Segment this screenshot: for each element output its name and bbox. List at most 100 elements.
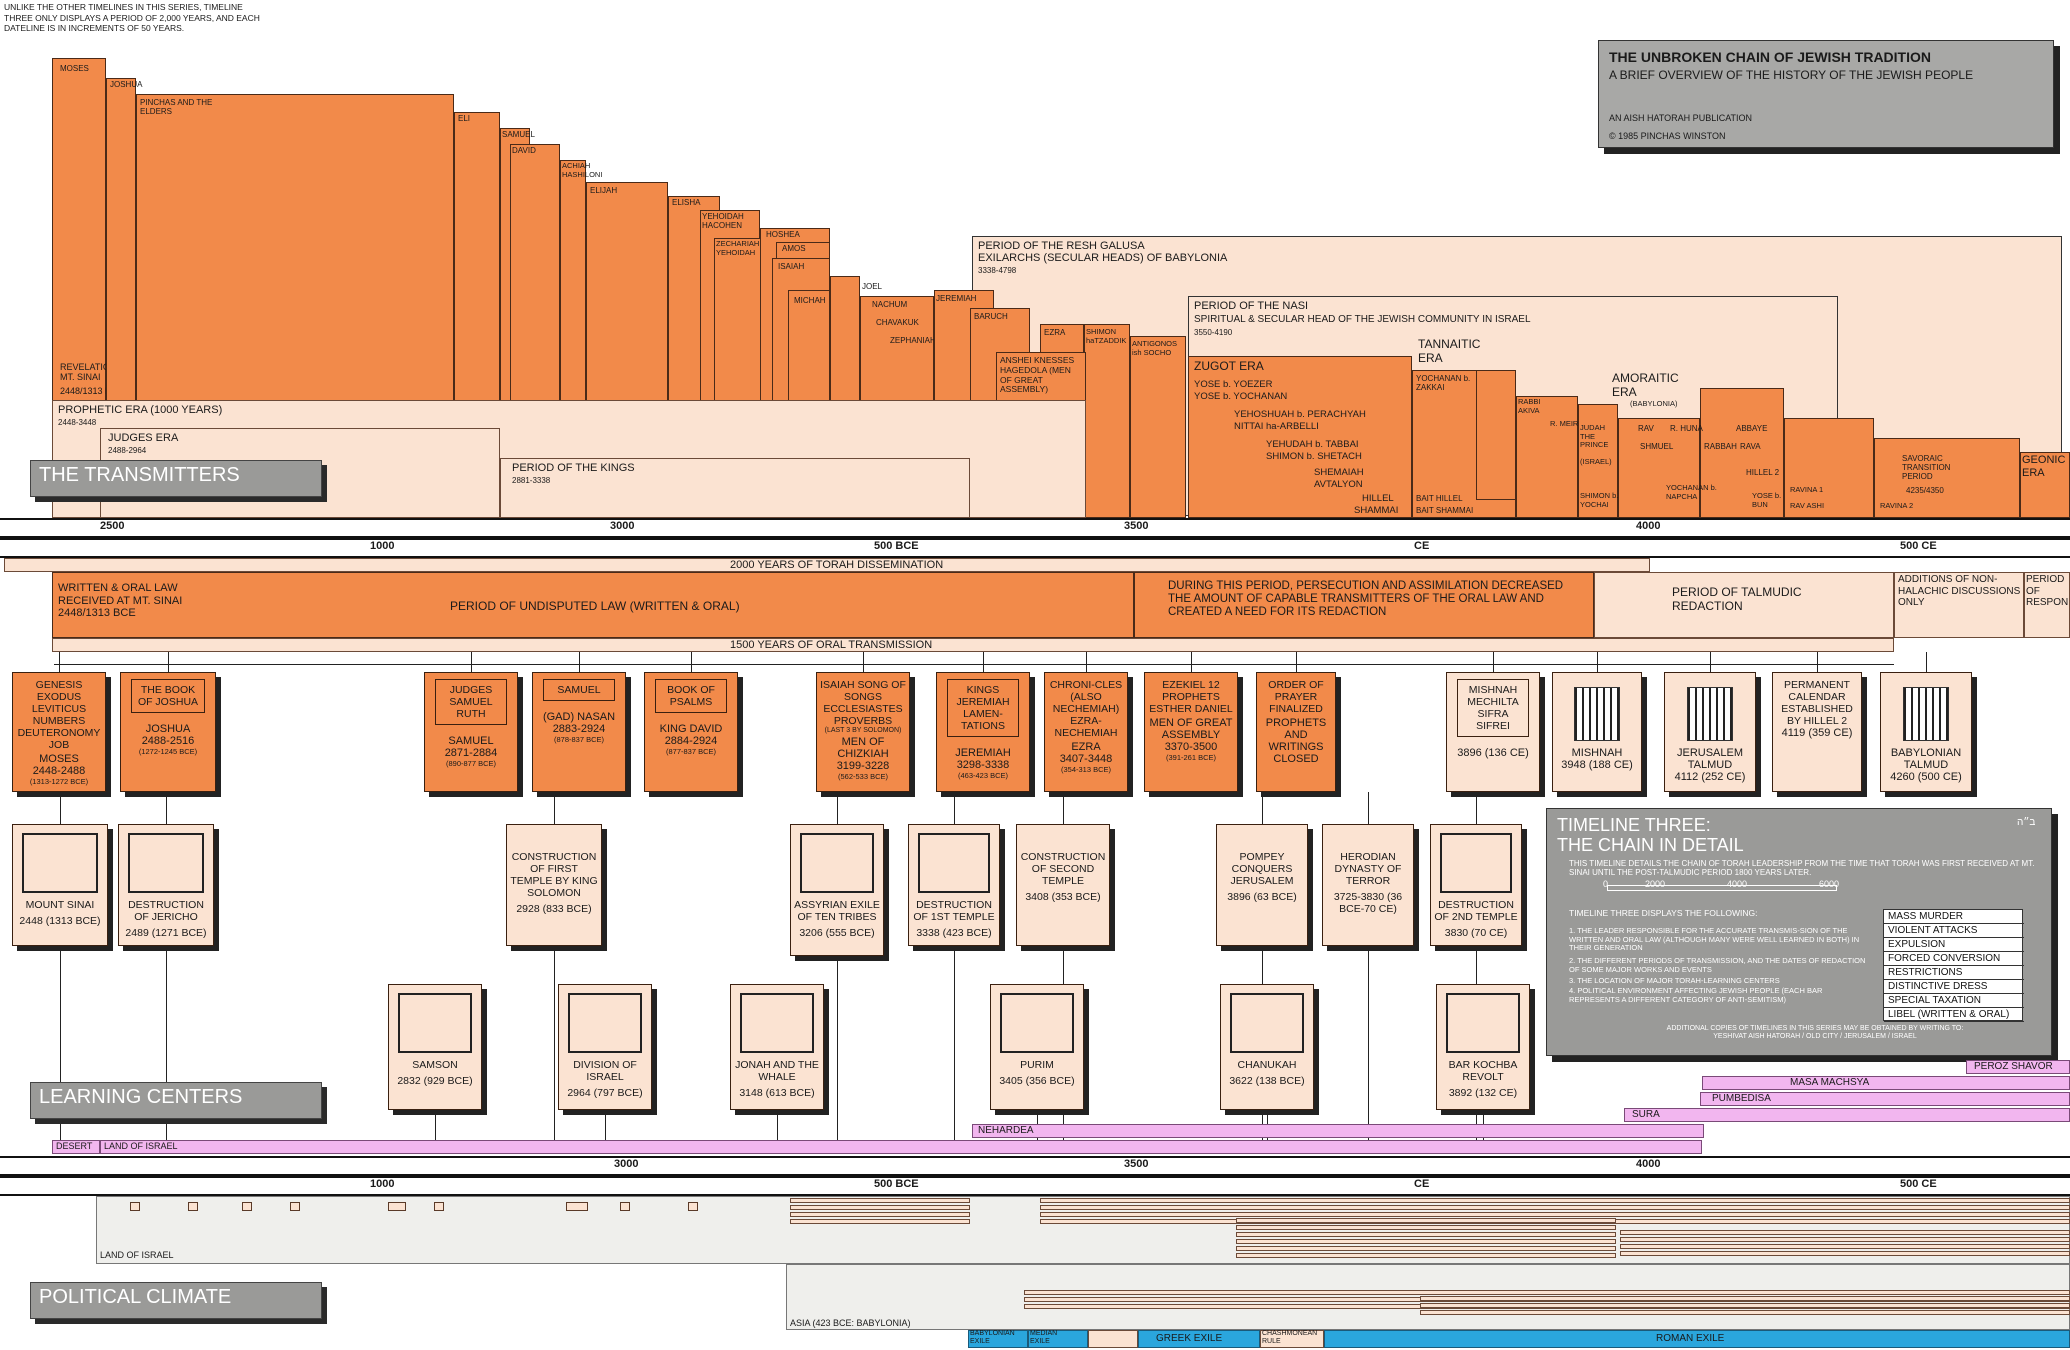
- event-label: MOUNT SINAI: [25, 899, 95, 911]
- label-shimon-yochai: SHIMON b. YOCHAI: [1580, 491, 1619, 509]
- center-desert: [52, 1140, 100, 1154]
- event-date: 3206 (555 BCE): [799, 927, 875, 939]
- book-date: 3298-3338: [956, 759, 1010, 771]
- event-label: BAR KOCHBA REVOLT: [1448, 1059, 1518, 1083]
- info-corner: ב״ה: [2017, 817, 2036, 828]
- book-title: ISAIAH SONG OF SONGS ECCLESIASTES PROVER…: [820, 679, 906, 727]
- label-kings: PERIOD OF THE KINGS: [512, 462, 635, 474]
- responsa-band: [2024, 572, 2070, 638]
- event-label: CHANUKAH: [1237, 1059, 1297, 1071]
- bottom-ruler: [0, 538, 2070, 558]
- zugot-7: SHEMAIAH: [1314, 467, 1364, 478]
- book-author: MOSES: [39, 753, 79, 765]
- info-item-3: 3. THE LOCATION OF MAJOR TORAH-LEARNING …: [1569, 976, 1780, 985]
- label-bait-shammai: BAIT SHAMMAI: [1416, 506, 1474, 515]
- axis2-1000: 1000: [370, 1178, 395, 1190]
- book-date-ce: (890-877 BCE): [445, 759, 497, 768]
- political-stripe: [1236, 1253, 1616, 1258]
- center-masa: [1702, 1076, 2070, 1090]
- book-connector: [1493, 652, 1494, 672]
- exile-median: [1028, 1330, 1088, 1348]
- event-date: 3338 (423 BCE): [916, 927, 992, 939]
- book-date-ce: (1272-1245 BCE): [138, 747, 198, 756]
- political-mark: [434, 1202, 444, 1211]
- zugot-9: HILLEL: [1362, 493, 1394, 504]
- event-label: HERODIAN DYNASTY OF TERROR: [1334, 851, 1402, 887]
- label-rabbi-akiva: RABBI AKIVA: [1518, 397, 1541, 415]
- book-title: JUDGES SAMUEL RUTH: [434, 679, 508, 725]
- label-moses: MOSES: [60, 64, 89, 73]
- label-responsa: PERIOD OF RESPONSA: [2026, 574, 2068, 608]
- book-date: 3199-3228: [836, 760, 890, 772]
- event-label: JONAH AND THE WHALE: [735, 1059, 819, 1083]
- label-amos: AMOS: [782, 244, 806, 253]
- scroll-icon: [1574, 687, 1620, 741]
- label-babylonia: (BABYLONIA): [1630, 399, 1678, 408]
- label-rav-ashi: RAV ASHI: [1790, 501, 1825, 510]
- bar-shimon: [1084, 324, 1130, 518]
- label-yose-bun: YOSE b. BUN: [1752, 491, 1782, 509]
- info-scale-line: [1607, 885, 1837, 891]
- info-box: TIMELINE THREE: THE CHAIN IN DETAIL ב״ה …: [1546, 808, 2052, 1056]
- zugot-block: [1188, 356, 1412, 518]
- label-talmudic: PERIOD OF TALMUDIC REDACTION: [1672, 585, 1802, 613]
- book-title: KINGS JEREMIAH LAMEN-TATIONS: [946, 679, 1020, 737]
- book-author: BABYLONIAN TALMUD: [1890, 747, 1962, 771]
- event-connector-top: [1476, 792, 1477, 824]
- label-samuel: SAMUEL: [502, 130, 535, 139]
- book-card: PERMANENT CALENDAR ESTABLISHED BY HILLEL…: [1772, 672, 1862, 792]
- menorah-icon: [1230, 993, 1304, 1053]
- book-title: EZEKIEL 12 PROPHETS ESTHER DANIEL: [1149, 679, 1233, 715]
- label-nehardea: NEHARDEA: [978, 1125, 1034, 1136]
- exile-babylonian: [968, 1330, 1028, 1348]
- undisputed-law-band: [52, 572, 1134, 638]
- info-scale-2000: 2000: [1645, 879, 1666, 889]
- book-date: 4119 (359 CE): [1781, 727, 1853, 739]
- label-jeremiah: JEREMIAH: [936, 294, 977, 303]
- bar-antigonos: [1130, 336, 1186, 518]
- amoraitic-block-2: [1700, 388, 1784, 518]
- book-author: EZRA: [1071, 741, 1101, 753]
- label-tannaitic: TANNAITIC ERA: [1418, 337, 1481, 365]
- label-yochanan-napcha: YOCHANAN b. NAPCHA: [1666, 483, 1717, 501]
- event-date: 3830 (70 CE): [1444, 927, 1508, 939]
- ruler-2: [0, 1156, 2070, 1176]
- book-title: SAMUEL: [542, 679, 616, 701]
- political-stripe: [1620, 1251, 2070, 1256]
- event-connector: [837, 956, 838, 1140]
- event-label: SAMSON: [412, 1059, 458, 1071]
- book-date: 3896 (136 CE): [1457, 747, 1529, 759]
- label-persecution: DURING THIS PERIOD, PERSECUTION AND ASSI…: [1168, 580, 1564, 619]
- amoraitic-block-3: [1784, 418, 1874, 518]
- zugot-10: SHAMMAI: [1354, 505, 1399, 516]
- label-yehoidah: YEHOIDAH HACOHEN: [702, 212, 744, 231]
- axis-bottom-1000: 1000: [370, 540, 395, 552]
- book-date: 4112 (252 CE): [1674, 771, 1746, 783]
- book-date-ce: (463-423 BCE): [957, 771, 1009, 780]
- event-label: DESTRUCTION of 2nd TEMPLE: [1434, 899, 1518, 923]
- label-resh-galusa-date: 3338-4798: [978, 266, 1017, 275]
- political-mark: [188, 1202, 198, 1211]
- label-masa: MASA MACHSYA: [1790, 1077, 1870, 1088]
- zugot-4: NITTAI ha-ARBELLI: [1234, 421, 1319, 432]
- legend-item: EXPULSION: [1884, 938, 2024, 952]
- event-label: CONSTRUCTION OF FIRST TEMPLE BY KING SOL…: [510, 851, 598, 899]
- info-title-2: THE CHAIN IN DETAIL: [1557, 835, 1744, 855]
- axis2-4000: 4000: [1636, 1158, 1661, 1170]
- savoraic-block: [1874, 438, 2020, 518]
- book-date: 3407-3448: [1059, 753, 1113, 765]
- section-transmitters: THE TRANSMITTERS: [30, 460, 322, 497]
- book-connector: [983, 652, 984, 672]
- wall-icon: [128, 833, 204, 893]
- axis-top-4000: 4000: [1636, 520, 1661, 532]
- book-date-ce: (391-261 BCE): [1165, 753, 1217, 762]
- label-eli: ELI: [458, 114, 471, 123]
- persecution-band: [1134, 572, 1594, 638]
- zugot-6: SHIMON b. SHETACH: [1266, 451, 1362, 462]
